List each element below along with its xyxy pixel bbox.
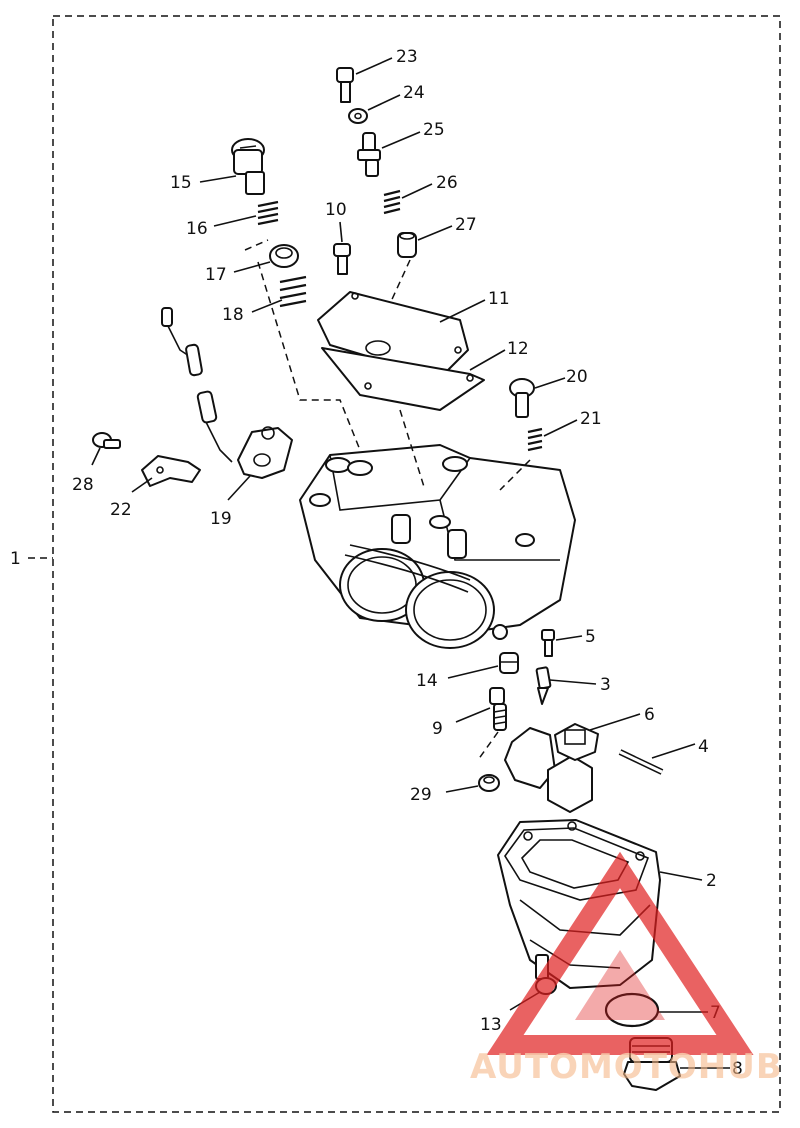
part-27-cap bbox=[397, 232, 417, 258]
part-label-4: 4 bbox=[698, 737, 709, 757]
part-label-19: 19 bbox=[210, 509, 232, 529]
part-9-pilot-screw bbox=[489, 687, 507, 731]
part-5-screw bbox=[541, 629, 555, 657]
part-29-seat bbox=[478, 774, 500, 792]
part-11-cover bbox=[317, 291, 469, 379]
part-12-gasket bbox=[321, 347, 485, 411]
part-label-8: 8 bbox=[732, 1059, 743, 1079]
part-26-spring bbox=[383, 189, 401, 215]
part-14-jet bbox=[499, 652, 519, 674]
part-label-16: 16 bbox=[186, 219, 208, 239]
part-label-24: 24 bbox=[403, 83, 425, 103]
part-19-starter-cable bbox=[161, 307, 293, 479]
part-22-bracket bbox=[141, 455, 201, 487]
assembly-label: 1 bbox=[10, 549, 21, 569]
part-label-9: 9 bbox=[432, 719, 443, 739]
part-3-needle-valve bbox=[535, 666, 552, 705]
part-label-10: 10 bbox=[325, 200, 347, 220]
part-label-12: 12 bbox=[507, 339, 529, 359]
part-label-15: 15 bbox=[170, 173, 192, 193]
part-21-spring bbox=[527, 427, 543, 452]
part-label-11: 11 bbox=[488, 289, 510, 309]
part-label-17: 17 bbox=[205, 265, 227, 285]
part-label-21: 21 bbox=[580, 409, 602, 429]
assembly-frame bbox=[52, 15, 781, 1113]
part-18-spring bbox=[279, 275, 307, 308]
part-label-3: 3 bbox=[600, 675, 611, 695]
part-label-27: 27 bbox=[455, 215, 477, 235]
part-label-5: 5 bbox=[585, 627, 596, 647]
part-label-20: 20 bbox=[566, 367, 588, 387]
part-6-float bbox=[504, 723, 599, 813]
part-label-13: 13 bbox=[480, 1015, 502, 1035]
part-label-28: 28 bbox=[72, 475, 94, 495]
watermark-text: AUTOMOTOHUB bbox=[470, 1047, 783, 1087]
part-23-screw bbox=[336, 67, 354, 103]
part-label-2: 2 bbox=[706, 871, 717, 891]
part-10-screw bbox=[333, 243, 351, 275]
part-16-spring bbox=[257, 200, 279, 226]
part-24-washer bbox=[348, 108, 368, 124]
part-label-22: 22 bbox=[110, 500, 132, 520]
part-label-6: 6 bbox=[644, 705, 655, 725]
part-20-screw bbox=[509, 378, 535, 418]
part-7-o-ring bbox=[604, 992, 660, 1028]
warning-triangle-logo bbox=[486, 851, 754, 1055]
part-label-26: 26 bbox=[436, 173, 458, 193]
part-label-18: 18 bbox=[222, 305, 244, 325]
part-28-screw bbox=[92, 432, 121, 449]
watermark: AUTOMOTOHUB bbox=[470, 851, 783, 1087]
part-label-23: 23 bbox=[396, 47, 418, 67]
part-label-29: 29 bbox=[410, 785, 432, 805]
part-label-14: 14 bbox=[416, 671, 438, 691]
part-label-25: 25 bbox=[423, 120, 445, 140]
part-15-adjust-screw bbox=[231, 138, 265, 195]
part-17-washer bbox=[269, 244, 299, 268]
carburetor-body bbox=[299, 444, 576, 649]
part-25-nipple bbox=[357, 132, 381, 177]
